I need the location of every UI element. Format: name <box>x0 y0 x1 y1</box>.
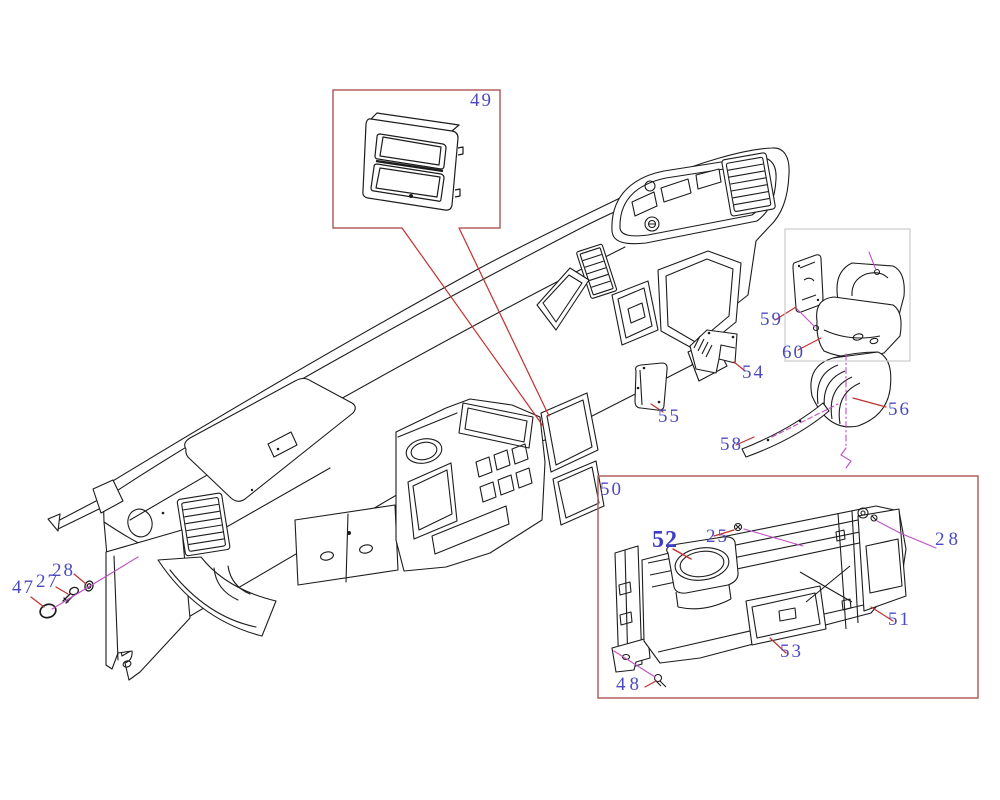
detail-box-50 <box>597 475 979 699</box>
magenta-leader-lines <box>51 251 937 678</box>
part-label-50: 50 <box>600 479 623 500</box>
part-label-28-right: 28 <box>935 529 962 550</box>
part-label-60: 60 <box>782 342 805 363</box>
detail-boxes <box>332 89 979 699</box>
steering-covers-group-box <box>784 228 911 362</box>
part-label-28-left: 28 <box>52 560 75 581</box>
part-label-58: 58 <box>720 434 743 455</box>
center-console <box>395 398 546 572</box>
part-label-55: 55 <box>658 406 681 427</box>
right-vent <box>721 152 776 217</box>
part-label-25: 25 <box>706 526 729 547</box>
part-label-27: 27 <box>36 571 59 592</box>
part-label-56: 56 <box>888 399 911 420</box>
part-label-59: 59 <box>760 309 783 330</box>
part-label-48: 48 <box>616 674 643 695</box>
steering-covers-group <box>792 254 905 358</box>
dashboard-drawing <box>47 147 790 681</box>
part-label-49: 49 <box>470 90 493 111</box>
cover-55 <box>634 362 668 411</box>
radio-bezel-49 <box>362 112 464 211</box>
center-vent <box>576 243 618 299</box>
column-trim-58 <box>741 402 830 458</box>
part-label-47: 47 <box>12 577 35 598</box>
bracket-54 <box>689 329 738 374</box>
part-label-52: 52 <box>652 527 678 553</box>
part-label-51: 51 <box>888 609 911 630</box>
detail-box-49 <box>332 89 501 229</box>
part-label-54: 54 <box>742 362 765 383</box>
part-label-53: 53 <box>780 641 803 662</box>
left-vent <box>176 492 231 557</box>
